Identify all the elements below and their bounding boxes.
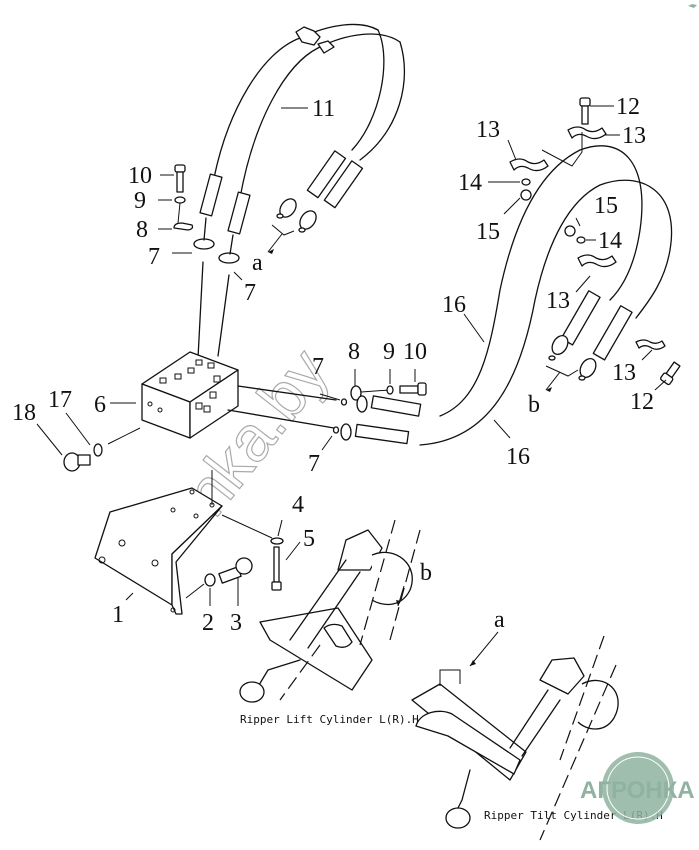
o-ring-17 — [93, 443, 103, 457]
corner-mark — [688, 4, 697, 8]
bolt-3 — [218, 557, 253, 584]
callout-10[interactable]: 10 — [403, 339, 427, 365]
callout-2[interactable]: 2 — [202, 610, 214, 636]
callout-7[interactable]: 7 — [148, 244, 160, 270]
callout-8[interactable]: 8 — [348, 339, 360, 365]
clamp-13 — [635, 339, 666, 350]
caption-lift-cylinder: Ripper Lift Cylinder L(R).H — [240, 713, 419, 726]
callout-labels: 11 10 9 8 7 7 a 6 17 18 7 7 8 9 10 16 16… — [12, 94, 654, 636]
logo-text: АГРОНКА — [580, 777, 695, 804]
callout-14[interactable]: 14 — [598, 228, 622, 254]
callout-7[interactable]: 7 — [312, 354, 324, 380]
flange-8-right — [350, 385, 391, 401]
agronka-logo: АГРОНКА — [580, 752, 695, 824]
ref-a[interactable]: a — [252, 250, 263, 276]
lift-cylinder-assembly — [239, 519, 421, 703]
tilt-cylinder-assembly — [411, 631, 619, 841]
valve-block-6 — [141, 351, 239, 439]
o-ring-7 — [332, 426, 340, 434]
clamp-13 — [577, 254, 617, 268]
callout-14[interactable]: 14 — [458, 170, 482, 196]
hose-16-fittings-left — [340, 395, 422, 445]
bolt-10-left — [174, 164, 186, 193]
washer-2 — [204, 573, 216, 587]
bracket-1 — [94, 470, 223, 615]
callout-5[interactable]: 5 — [303, 526, 315, 552]
hose-16 — [419, 145, 673, 446]
nut-15 — [520, 189, 532, 201]
clamp-13 — [567, 126, 607, 140]
callout-7[interactable]: 7 — [308, 451, 320, 477]
callout-10[interactable]: 10 — [128, 163, 152, 189]
callout-12[interactable]: 12 — [630, 389, 654, 415]
ref-b[interactable]: b — [528, 392, 540, 418]
hose-11-fittings-left — [193, 173, 251, 264]
callout-3[interactable]: 3 — [230, 610, 242, 636]
callout-15[interactable]: 15 — [594, 193, 618, 219]
callout-9[interactable]: 9 — [383, 339, 395, 365]
hose-11-fittings-right — [267, 150, 364, 254]
pipe-line — [227, 409, 335, 429]
callout-13[interactable]: 13 — [612, 360, 636, 386]
bolt-10-right — [399, 382, 427, 396]
pipe-line — [217, 274, 230, 357]
callout-13[interactable]: 13 — [622, 123, 646, 149]
washer-14 — [576, 236, 586, 244]
callout-11[interactable]: 11 — [312, 96, 335, 122]
washer-4 — [270, 537, 284, 545]
callout-17[interactable]: 17 — [48, 387, 72, 413]
hose-16-fittings-right — [545, 290, 633, 392]
callout-9[interactable]: 9 — [134, 188, 146, 214]
bolt-12-lower — [660, 361, 681, 386]
leader-lines — [36, 105, 667, 606]
callout-13[interactable]: 13 — [476, 117, 500, 143]
callout-16[interactable]: 16 — [442, 292, 466, 318]
callout-12[interactable]: 12 — [616, 94, 640, 120]
bolt-5 — [271, 546, 282, 591]
callout-1[interactable]: 1 — [112, 602, 124, 628]
callout-4[interactable]: 4 — [292, 492, 304, 518]
callout-16[interactable]: 16 — [506, 444, 530, 470]
pipe-line — [237, 385, 337, 401]
callout-6[interactable]: 6 — [94, 392, 106, 418]
ref-a[interactable]: a — [494, 607, 505, 633]
bolt-12-upper — [579, 97, 591, 125]
nut-15 — [564, 225, 576, 237]
callout-18[interactable]: 18 — [12, 400, 36, 426]
callout-7[interactable]: 7 — [244, 280, 256, 306]
callout-8[interactable]: 8 — [136, 217, 148, 243]
o-ring-7 — [340, 398, 348, 406]
hose-11 — [213, 23, 406, 199]
plug-18 — [63, 452, 91, 472]
washer-14 — [521, 178, 531, 186]
flange-8-left — [173, 222, 194, 231]
washer-9-left — [174, 196, 186, 204]
callout-13[interactable]: 13 — [546, 288, 570, 314]
callout-15[interactable]: 15 — [476, 219, 500, 245]
pipe-line — [197, 261, 204, 359]
ref-b[interactable]: b — [420, 560, 432, 586]
clamp-13 — [509, 158, 549, 172]
hose-clamp — [295, 26, 321, 46]
washer-9-right — [386, 385, 394, 395]
